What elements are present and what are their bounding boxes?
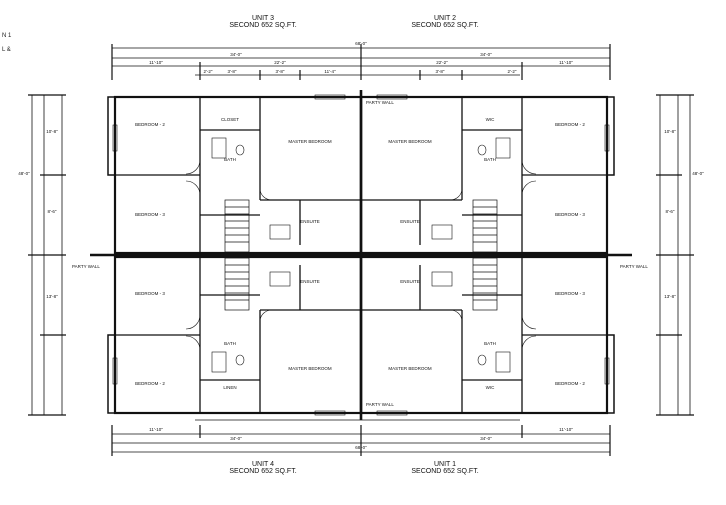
dim-seg-5: 3'-8" xyxy=(435,69,445,74)
room-bath-unit3: BATH xyxy=(224,157,236,162)
dim-out-right-bottom: 11'-10" xyxy=(559,427,573,432)
stair-unit-3 xyxy=(224,199,250,253)
dim-half-right: 34'-0" xyxy=(480,52,492,57)
dim-out-left-bottom: 11'-10" xyxy=(149,427,163,432)
party-wall-label-bottom: PARTY WALL xyxy=(366,402,394,407)
dim-seg-4: 11'-4" xyxy=(324,69,336,74)
dim-side-b-left: 8'-6" xyxy=(47,209,57,214)
dim-seg-1: 2'-2" xyxy=(203,69,213,74)
room-bedroom-2-unit3: BEDROOM - 2 xyxy=(135,122,165,127)
dim-half-left: 34'-0" xyxy=(230,52,242,57)
party-wall-label-right: PARTY WALL xyxy=(620,264,648,269)
room-wic-unit2: WIC xyxy=(485,117,495,122)
stair-unit-2 xyxy=(472,199,498,253)
dim-side-total-left: 48'-0" xyxy=(18,171,30,176)
room-bath-unit1: BATH xyxy=(484,341,496,346)
room-bedroom-2-unit1: BEDROOM - 2 xyxy=(555,381,585,386)
room-master-unit1: MASTER BEDROOM xyxy=(388,366,432,371)
dim-total-bottom: 68'-0" xyxy=(355,445,367,450)
room-bedroom-2-unit2: BEDROOM - 2 xyxy=(555,122,585,127)
room-ensuite-unit1: ENSUITE xyxy=(400,279,420,284)
dim-seg-3: 3'-8" xyxy=(275,69,285,74)
edge-text-a: N 1 xyxy=(2,33,12,39)
room-closet-unit3: CLOSET xyxy=(220,117,240,122)
room-bath-unit4: BATH xyxy=(224,341,236,346)
room-ensuite-unit2: ENSUITE xyxy=(400,219,420,224)
room-master-unit4: MASTER BEDROOM xyxy=(288,366,332,371)
dim-mid-right: 22'-2" xyxy=(436,60,448,65)
room-bedroom-3-unit2: BEDROOM - 3 xyxy=(555,212,585,217)
dim-side-total-right: 48'-0" xyxy=(692,171,704,176)
dim-side-c-right: 13'-8" xyxy=(664,294,676,299)
party-wall-label-top: PARTY WALL xyxy=(366,100,394,105)
dim-out-right: 11'-10" xyxy=(559,60,573,65)
dim-total-top: 68'-0" xyxy=(355,41,367,46)
room-ensuite-unit3: ENSUITE xyxy=(300,219,320,224)
room-master-unit3: MASTER BEDROOM xyxy=(288,139,332,144)
dim-side-c-left: 13'-8" xyxy=(46,294,58,299)
stair-unit-1 xyxy=(472,257,498,311)
dim-half-right-bottom: 34'-0" xyxy=(480,436,492,441)
room-bedroom-3-unit4: BEDROOM - 3 xyxy=(135,291,165,296)
party-wall-label-left: PARTY WALL xyxy=(72,264,100,269)
room-ensuite-unit4: ENSUITE xyxy=(300,279,320,284)
dim-seg-6: 2'-2" xyxy=(507,69,517,74)
room-master-unit2: MASTER BEDROOM xyxy=(388,139,432,144)
room-bath-unit2: BATH xyxy=(484,157,496,162)
dim-side-a-right: 10'-8" xyxy=(664,129,676,134)
stair-unit-4 xyxy=(224,257,250,311)
room-bedroom-3-unit3: BEDROOM - 3 xyxy=(135,212,165,217)
edge-text-b: L & xyxy=(2,47,11,53)
room-bedroom-2-unit4: BEDROOM - 2 xyxy=(135,381,165,386)
dim-mid-left: 22'-2" xyxy=(274,60,286,65)
dim-seg-2: 3'-8" xyxy=(227,69,237,74)
dim-half-left-bottom: 34'-0" xyxy=(230,436,242,441)
dim-out-left: 11'-10" xyxy=(149,60,163,65)
room-bedroom-3-unit1: BEDROOM - 3 xyxy=(555,291,585,296)
room-linen-unit4: LINEN xyxy=(223,385,237,390)
dim-side-b-right: 8'-6" xyxy=(665,209,675,214)
dim-side-a-left: 10'-8" xyxy=(46,129,58,134)
room-wic-unit1: WIC xyxy=(485,385,495,390)
